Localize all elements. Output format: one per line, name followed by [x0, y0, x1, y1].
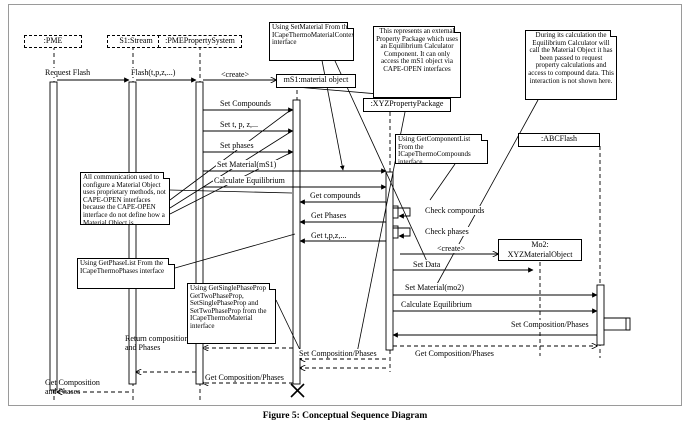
label-set-phases: Set phases	[219, 141, 255, 150]
object-package: :XYZPropertyPackage	[363, 98, 451, 112]
destroy-mark	[290, 383, 305, 398]
label-set-compounds: Set Compounds	[219, 99, 272, 108]
note-all-communication: All communication used to configure a Ma…	[80, 172, 170, 225]
label-set-comp-phases1: Set Composition/Phases	[510, 320, 590, 329]
activation-flash-self	[603, 317, 627, 331]
label-set-data: Set Data	[412, 260, 442, 269]
note-getsinglephaseprop: Using GetSinglePhaseProp GetTwoPhaseProp…	[187, 283, 276, 344]
msg-flash-self	[604, 317, 631, 331]
object-stream: S1:Stream	[107, 35, 165, 48]
activation-package-self2	[392, 225, 399, 239]
label-create1: <create>	[220, 70, 251, 79]
label-get-comp-phases1: Get Composition/Phases	[414, 349, 495, 358]
activation-pme	[49, 81, 58, 391]
activation-material	[292, 99, 301, 385]
note-using-setmaterial: Using SetMaterial From the ICapeThermoMa…	[269, 22, 354, 61]
label-check-phases: Check phases	[424, 227, 470, 236]
label-check-compounds: Check compounds	[424, 206, 486, 215]
label-request-flash: Request Flash	[44, 68, 92, 77]
label-set-comp-phases2: Set Composition/Phases	[298, 349, 378, 358]
activation-prop-system	[195, 81, 204, 385]
object-material: mS1:material object	[276, 74, 356, 88]
label-set-material-mo2: Set Material(mo2)	[404, 283, 465, 292]
note-equilibrium-calculator: During its calculation the Equilibrium C…	[525, 30, 617, 100]
label-create2: <create>	[436, 244, 467, 253]
diagram-frame	[8, 4, 682, 406]
label-return-comp: Return composition and Phases	[125, 334, 189, 352]
label-get-comp-phases2: Get Composition/Phases	[204, 373, 285, 382]
activation-package	[385, 171, 394, 351]
label-set-material: Set Material(mS1)	[216, 160, 278, 169]
label-get-phases: Get Phases	[310, 211, 348, 220]
object-flash: :ABCFlash	[518, 133, 600, 147]
activation-flash	[596, 284, 605, 346]
activation-stream	[128, 81, 137, 385]
note-getcomponentlist: Using GetComponentList From the ICapeThe…	[395, 134, 488, 164]
msg-check-compounds	[393, 207, 411, 219]
label-flash: Flash(t,p,z,...)	[130, 68, 177, 77]
object-mo2: Mo2: XYZMaterialObject	[498, 239, 582, 261]
label-set-tpz: Set t, p, z,...	[219, 120, 259, 129]
label-get-tpz: Get t,p,z,...	[310, 231, 348, 240]
object-prop-system: :PMEPropertySystem	[158, 35, 242, 48]
label-get-compounds: Get compounds	[309, 191, 362, 200]
label-calc-eq2: Calculate Equilibrium	[400, 300, 473, 309]
activation-package-self1	[392, 205, 399, 219]
figure-caption: Figure 5: Conceptual Sequence Diagram	[262, 411, 428, 421]
object-pme: :PME	[24, 35, 82, 48]
note-getphaselist: Using GetPhaseList From the ICapeThermoP…	[77, 258, 175, 289]
label-get-comp-left: Get Composition and Phases	[45, 378, 100, 396]
msg-check-phases	[393, 227, 411, 239]
note-external-package: This represents an external Property Pac…	[373, 26, 461, 98]
label-calc-eq1: Calculate Equilibrium	[213, 176, 286, 185]
